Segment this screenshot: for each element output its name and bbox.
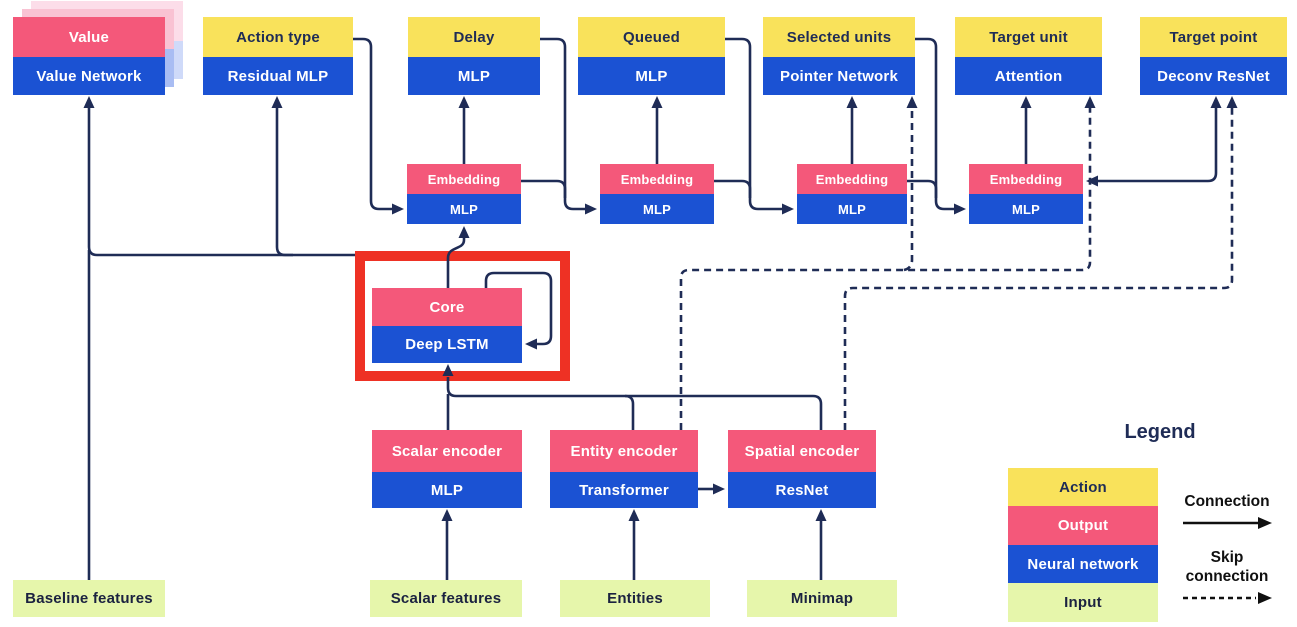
head-queued: Queued MLP [578, 17, 725, 95]
encoder-network-label: ResNet [728, 472, 876, 508]
value-output-label: Value [13, 17, 165, 57]
embedding-4: Embedding MLP [969, 164, 1083, 224]
encoder-network-label: Transformer [550, 472, 698, 508]
scalar-encoder: Scalar encoder MLP [372, 430, 522, 508]
legend-action: Action [1008, 468, 1158, 506]
action-label: Queued [578, 17, 725, 57]
lstm-to-residual-line [275, 104, 293, 257]
value-network-label: Value Network [13, 57, 165, 95]
lstm-to-value-line [87, 104, 448, 257]
entity-encoder: Entity encoder Transformer [550, 430, 698, 508]
action-label: Delay [408, 17, 540, 57]
head-delay: Delay MLP [408, 17, 540, 95]
input-label: Baseline features [13, 580, 165, 617]
input-label: Entities [560, 580, 710, 617]
embedding-label: Embedding [969, 164, 1083, 194]
action-label: Action type [203, 17, 353, 57]
action-label: Target unit [955, 17, 1102, 57]
action-label: Selected units [763, 17, 915, 57]
network-label: MLP [408, 57, 540, 95]
deep-lstm-label: Deep LSTM [372, 326, 522, 363]
mlp-label: MLP [600, 194, 714, 224]
input-minimap: Minimap [747, 580, 897, 617]
embedding-label: Embedding [797, 164, 907, 194]
legend-neural-network: Neural network [1008, 545, 1158, 583]
network-label: Residual MLP [203, 57, 353, 95]
legend-skip-connection-label: Skip connection [1185, 549, 1269, 585]
head-target-unit: Target unit Attention [955, 17, 1102, 95]
spatial-encoder: Spatial encoder ResNet [728, 430, 876, 508]
skip-entity-line [679, 106, 1092, 430]
encoder-network-label: MLP [372, 472, 522, 508]
network-label: MLP [578, 57, 725, 95]
encoder-label: Spatial encoder [728, 430, 876, 472]
legend-swatches: Action Output Neural network Input [1008, 468, 1158, 622]
action-label: Target point [1140, 17, 1287, 57]
legend-input: Input [1008, 583, 1158, 622]
legend-connection-label: Connection [1184, 493, 1270, 510]
value-head: Value Value Network [13, 17, 165, 95]
input-label: Minimap [747, 580, 897, 617]
embedding-2: Embedding MLP [600, 164, 714, 224]
mlp-label: MLP [407, 194, 521, 224]
core-label: Core [372, 288, 522, 326]
input-entities: Entities [560, 580, 710, 617]
input-scalar-features: Scalar features [370, 580, 522, 617]
mlp-label: MLP [797, 194, 907, 224]
head-selected-units: Selected units Pointer Network [763, 17, 915, 95]
arrowhead [83, 96, 95, 108]
embedding-1: Embedding MLP [407, 164, 521, 224]
encoder-label: Scalar encoder [372, 430, 522, 472]
embedding-label: Embedding [600, 164, 714, 194]
head-target-point: Target point Deconv ResNet [1140, 17, 1287, 95]
encoder-label: Entity encoder [550, 430, 698, 472]
network-label: Deconv ResNet [1140, 57, 1287, 95]
legend-title: Legend [1124, 421, 1196, 443]
legend-output: Output [1008, 506, 1158, 545]
embedding-label: Embedding [407, 164, 521, 194]
network-label: Pointer Network [763, 57, 915, 95]
network-label: Attention [955, 57, 1102, 95]
skip-spatial-line [843, 106, 1234, 430]
input-label: Scalar features [370, 580, 522, 617]
input-baseline-features: Baseline features [13, 580, 165, 617]
core-block: Core Deep LSTM [372, 288, 522, 363]
mlp-label: MLP [969, 194, 1083, 224]
embedding-3: Embedding MLP [797, 164, 907, 224]
arrowhead [271, 96, 283, 108]
head-action-type: Action type Residual MLP [203, 17, 353, 95]
